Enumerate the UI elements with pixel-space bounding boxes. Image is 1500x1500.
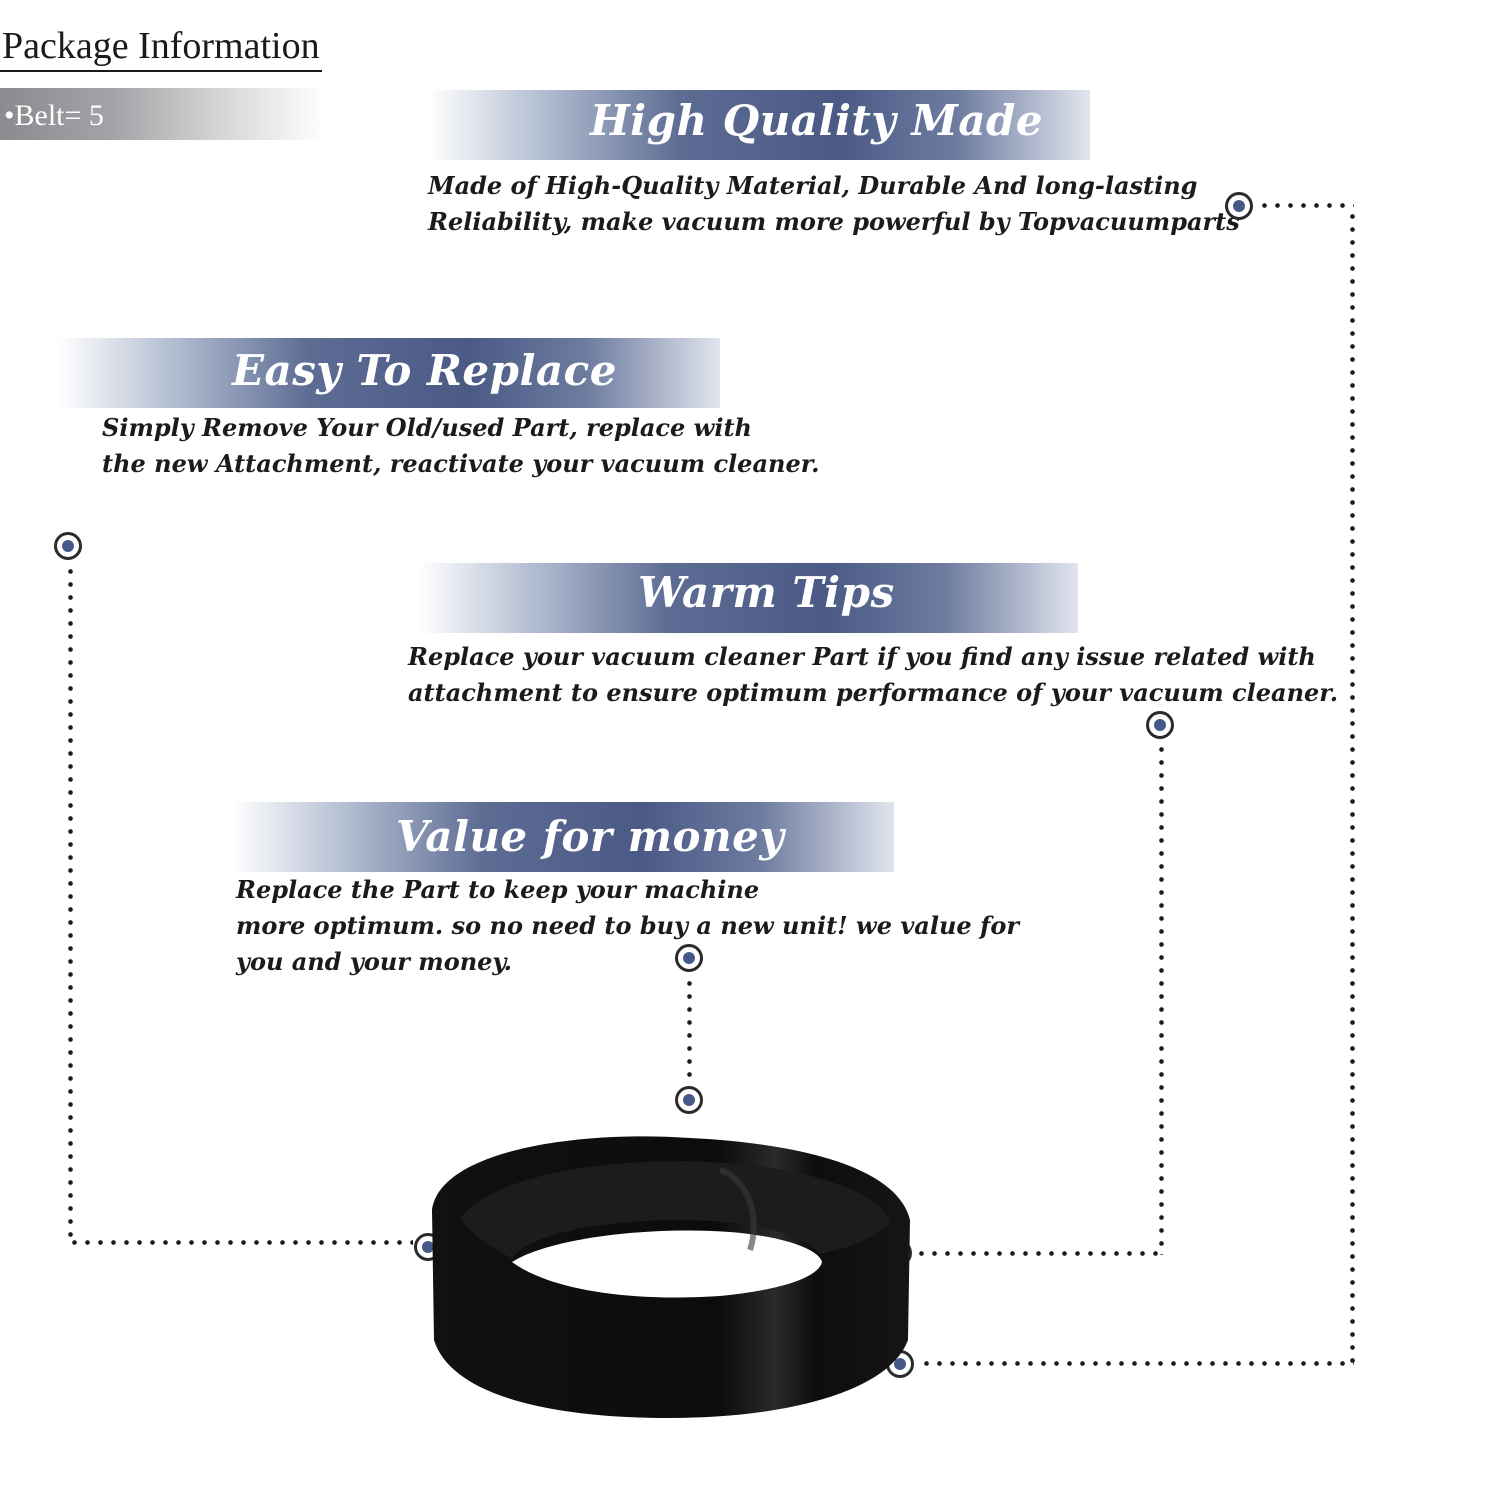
quality-connector-bottom: [920, 1361, 1354, 1366]
replace-connector-vertical: [68, 565, 73, 1243]
tips-title: Warm Tips: [638, 568, 895, 617]
value-banner: [232, 802, 894, 872]
value-desc-line1: Replace the Part to keep your machine: [236, 875, 760, 904]
quality-callout-marker-icon: [1225, 192, 1253, 220]
tips-connector-vertical: [1159, 743, 1164, 1255]
replace-title: Easy To Replace: [232, 346, 617, 395]
value-connector-vertical: [687, 977, 692, 1083]
quality-connector-vertical: [1350, 210, 1355, 1365]
quality-connector-top: [1258, 203, 1354, 208]
value-title: Value for money: [396, 812, 785, 861]
package-item-bar: [0, 88, 325, 140]
package-information-heading: Package Information: [0, 24, 322, 72]
replace-desc-line1: Simply Remove Your Old/used Part, replac…: [102, 413, 752, 442]
replace-desc-line2: the new Attachment, reactivate your vacu…: [102, 449, 820, 478]
value-callout-marker-icon: [675, 944, 703, 972]
quality-desc-line2: Reliability, make vacuum more powerful b…: [428, 207, 1240, 236]
value-desc-line2: more optimum. so no need to buy a new un…: [236, 911, 1019, 940]
belt-top-marker-icon: [675, 1086, 703, 1114]
package-item-text: •Belt= 5: [4, 99, 104, 132]
tips-connector-bottom: [915, 1251, 1163, 1256]
tips-banner: [418, 563, 1078, 633]
tips-desc-line1: Replace your vacuum cleaner Part if you …: [408, 642, 1316, 671]
replace-connector-bottom: [68, 1240, 413, 1245]
quality-banner: [428, 90, 1090, 160]
vacuum-belt-image: [432, 1136, 910, 1418]
replace-callout-marker-icon: [54, 532, 82, 560]
tips-callout-marker-icon: [1146, 711, 1174, 739]
tips-desc-line2: attachment to ensure optimum performance…: [408, 678, 1339, 707]
quality-desc-line1: Made of High-Quality Material, Durable A…: [428, 171, 1198, 200]
quality-title: High Quality Made: [590, 96, 1044, 145]
value-desc-line3: you and your money.: [236, 947, 512, 976]
replace-banner: [58, 338, 720, 408]
